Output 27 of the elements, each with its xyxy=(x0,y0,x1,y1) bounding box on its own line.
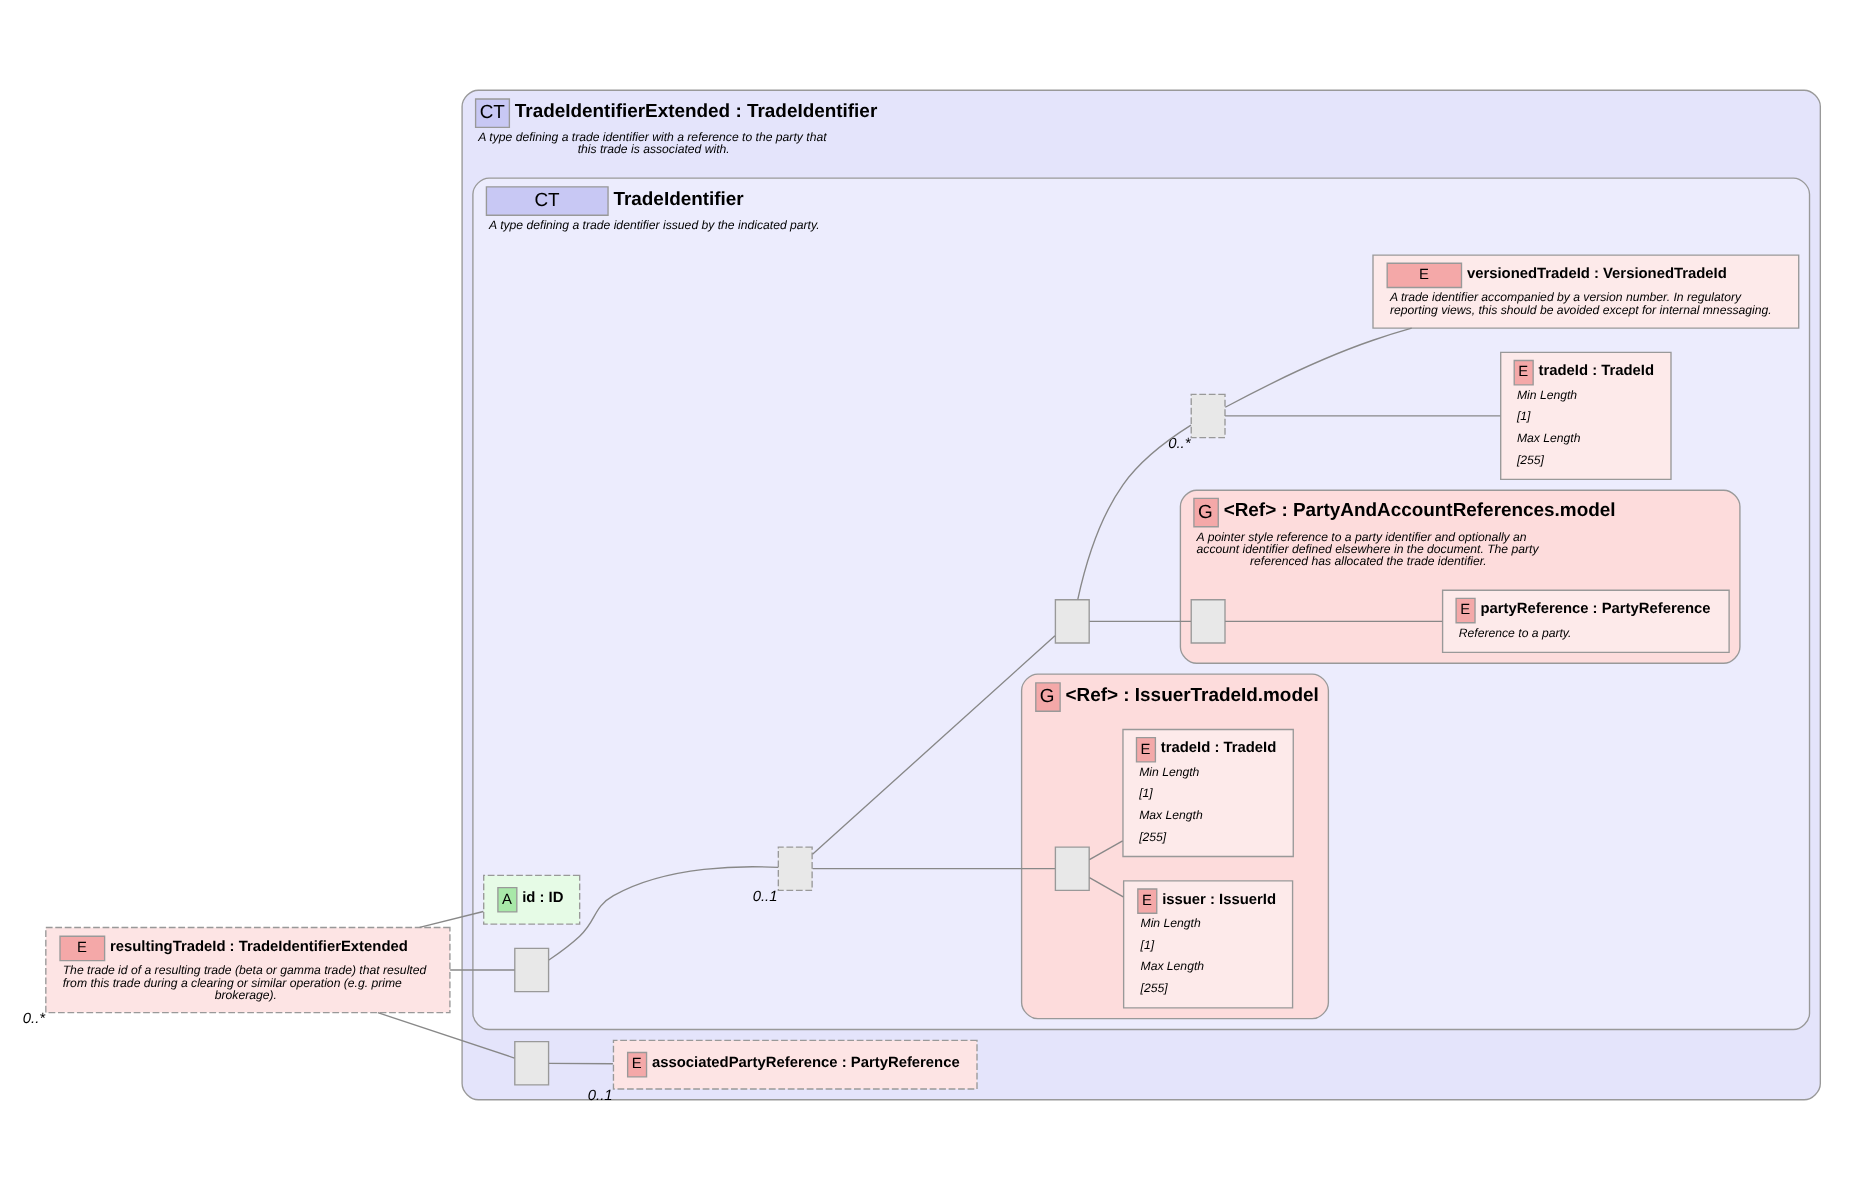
node-box xyxy=(1190,598,1226,643)
node-box xyxy=(1190,392,1226,438)
connector xyxy=(548,1061,614,1064)
node-box: A id : ID xyxy=(483,873,581,924)
connector xyxy=(1088,839,1124,860)
connector xyxy=(377,1011,516,1058)
connector xyxy=(449,968,516,970)
connector xyxy=(811,634,1056,854)
connector xyxy=(1088,875,1124,897)
connector xyxy=(548,865,779,960)
node-box xyxy=(514,1040,550,1085)
node-box: E associatedPartyReference : PartyReference xyxy=(612,1038,978,1089)
connector xyxy=(811,867,1056,869)
connector xyxy=(1224,619,1443,622)
connector xyxy=(1077,423,1192,599)
node-box xyxy=(777,845,813,890)
node-label: 0..1 xyxy=(587,1084,613,1103)
node-box xyxy=(1054,845,1090,890)
connector xyxy=(1224,326,1413,407)
connector xyxy=(418,909,485,928)
node-label: 0..* xyxy=(1168,433,1191,452)
connector xyxy=(1224,414,1502,416)
node-box xyxy=(514,946,550,992)
node-box xyxy=(1054,598,1090,643)
node-label: 0..* xyxy=(22,1008,46,1027)
connector xyxy=(1088,619,1192,622)
node-label: 0..1 xyxy=(752,885,778,904)
